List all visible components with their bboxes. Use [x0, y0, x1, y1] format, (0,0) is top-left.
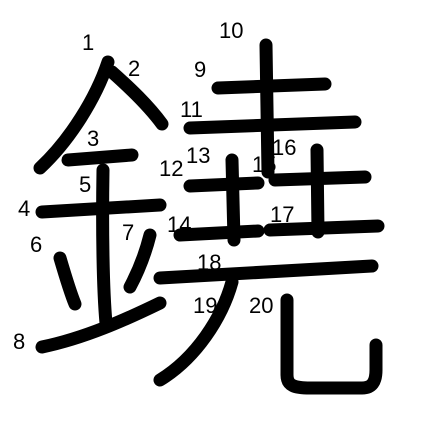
stroke-2-path [105, 65, 169, 131]
stroke-number-6: 6 [30, 232, 42, 257]
stroke-19-path [153, 275, 239, 387]
stroke-12-path [183, 176, 265, 193]
stroke-number-10: 10 [219, 18, 243, 43]
stroke-8-path [35, 296, 167, 354]
stroke-number-11: 11 [180, 97, 203, 122]
stroke-11-path [183, 115, 362, 135]
stroke-3-path [61, 148, 139, 167]
stroke-14-path [173, 224, 265, 242]
stroke-number-20: 20 [249, 293, 273, 318]
stroke-number-13: 13 [186, 143, 210, 168]
stroke-17-path [263, 219, 385, 237]
stroke-20-path [280, 293, 383, 395]
stroke-6-path [53, 251, 82, 311]
stroke-number-9: 9 [194, 57, 206, 82]
stroke-5-path [96, 163, 113, 330]
stroke-10-path [259, 38, 275, 179]
stroke-number-16: 16 [272, 135, 296, 160]
stroke-number-1: 1 [82, 30, 94, 55]
stroke-7-path [123, 228, 157, 294]
stroke-18-path [153, 259, 379, 285]
stroke-number-19: 19 [193, 293, 217, 318]
stroke-number-17: 17 [270, 202, 294, 227]
stroke-number-12: 12 [159, 156, 183, 181]
stroke-number-15: 15 [252, 152, 276, 177]
stroke-1-path [33, 55, 115, 175]
stroke-number-2: 2 [128, 56, 140, 81]
stroke-number-7: 7 [122, 220, 134, 245]
stroke-number-8: 8 [13, 329, 25, 354]
stroke-number-3: 3 [87, 126, 99, 151]
stroke-number-5: 5 [79, 172, 91, 197]
stroke-16-path [310, 143, 325, 239]
stroke-number-18: 18 [197, 250, 221, 275]
stroke-number-14: 14 [167, 212, 191, 237]
stroke-number-4: 4 [18, 196, 30, 221]
